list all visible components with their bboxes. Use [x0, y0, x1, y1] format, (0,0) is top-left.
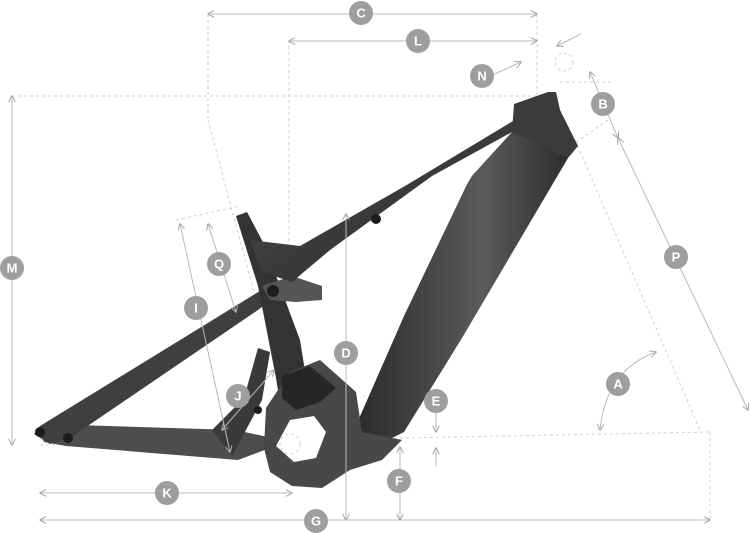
- badge-d: D: [334, 341, 358, 365]
- seat-tube: [236, 212, 310, 416]
- dim-n-ring: [554, 52, 574, 72]
- badge-f-label: F: [395, 474, 403, 489]
- badge-m: M: [0, 256, 24, 280]
- dim-n-line-b: [557, 33, 582, 46]
- dim-bb-ring: [279, 433, 301, 455]
- top-tube: [250, 100, 552, 282]
- bike-frame: [34, 92, 578, 488]
- badge-a-label: A: [613, 377, 623, 392]
- dim-p-line: [618, 138, 748, 410]
- badge-p-label: P: [672, 250, 681, 265]
- badge-n-label: N: [477, 69, 486, 84]
- badge-k-label: K: [162, 486, 172, 501]
- badge-k: K: [155, 481, 179, 505]
- motor-mesh: [282, 366, 336, 410]
- badge-j: J: [226, 384, 250, 408]
- down-tube: [354, 132, 568, 448]
- badge-l-label: L: [414, 34, 422, 49]
- pivot-top: [371, 214, 381, 224]
- badge-b-label: B: [598, 97, 607, 112]
- badge-e-label: E: [432, 394, 441, 409]
- badge-p: P: [664, 245, 688, 269]
- badge-q: Q: [207, 252, 231, 276]
- badge-c-label: C: [356, 6, 366, 21]
- badge-n: N: [470, 64, 494, 88]
- badge-c: C: [349, 1, 373, 25]
- rocker-link: [262, 276, 322, 302]
- motor-housing-cutout: [276, 416, 326, 462]
- badge-i-label: I: [194, 301, 198, 316]
- badge-d-label: D: [341, 346, 350, 361]
- pivot-lower: [254, 406, 262, 414]
- badge-a: A: [606, 372, 630, 396]
- badge-m-label: M: [7, 261, 18, 276]
- badge-l: L: [406, 29, 430, 53]
- badge-f: F: [387, 469, 411, 493]
- pivot-rocker: [267, 285, 279, 297]
- rear-axle-lower: [63, 433, 73, 443]
- badge-g-label: G: [311, 514, 321, 529]
- badge-i: I: [184, 296, 208, 320]
- badge-b: B: [591, 92, 615, 116]
- badge-j-label: J: [234, 389, 241, 404]
- badge-e: E: [424, 389, 448, 413]
- badge-g: G: [304, 509, 328, 533]
- badge-q-label: Q: [214, 257, 224, 272]
- rear-axle-upper: [35, 427, 45, 437]
